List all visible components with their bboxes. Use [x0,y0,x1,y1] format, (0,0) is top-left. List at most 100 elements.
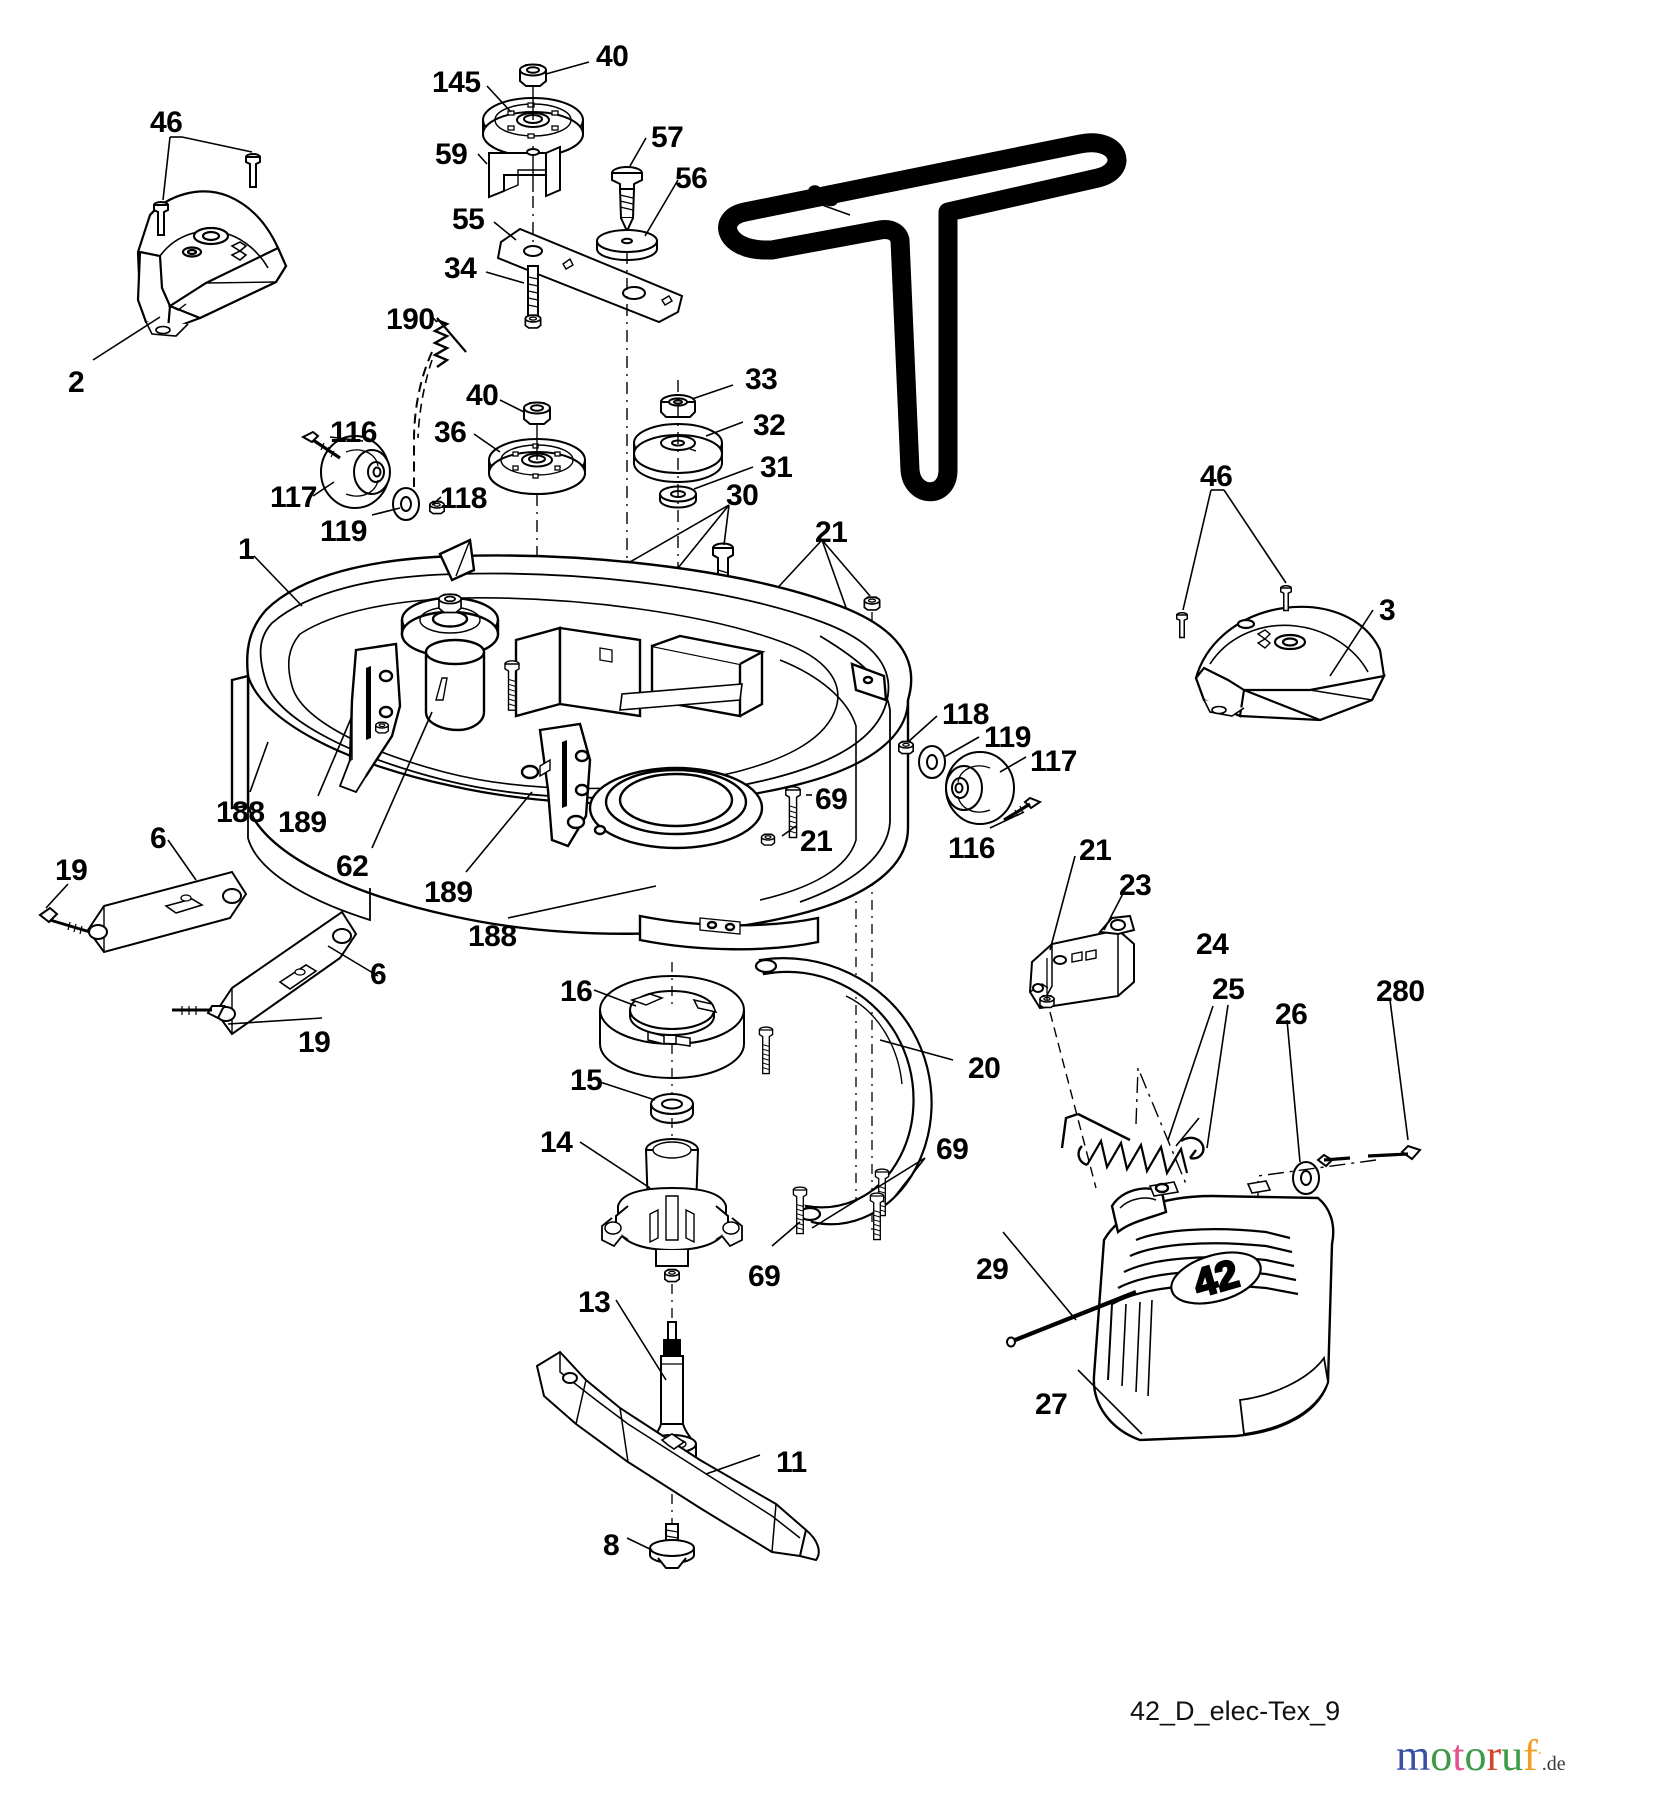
gauge-wheel-right [945,751,1015,825]
callout-69-a: 69 [815,783,848,816]
bolt-116-left [300,430,341,460]
watermark-letter: m [1396,1730,1431,1780]
bearing-15 [650,1093,694,1124]
bolts-30 [615,504,734,639]
callout-117-left: 117 [270,481,317,514]
leader-189b [465,791,533,873]
blade-11 [535,1350,820,1562]
locknut-40-mid [523,401,551,425]
callout-23: 23 [1119,869,1152,902]
blade-bolt-8 [649,1523,695,1569]
gauge-wheel-left [320,435,391,509]
idler-pulley-36 [488,438,586,495]
watermark-letter: f [1523,1730,1538,1780]
torsion-spring-25 [1060,1112,1205,1176]
callout-24: 24 [1196,928,1229,961]
callout-46-right: 46 [1200,460,1233,493]
leader-145 [486,85,512,113]
diagram-id-label: 42_D_elec-Tex_9 [1130,1696,1341,1726]
watermark-letter: u [1501,1730,1524,1780]
link-arm-6a [86,870,248,954]
callout-46-left: 46 [150,106,183,139]
spacer-33 [660,394,696,418]
callout-56: 56 [675,162,708,195]
callout-59: 59 [435,138,468,171]
callout-19-b: 19 [298,1026,331,1059]
callout-6-b: 6 [370,958,387,991]
cover-right-screws [1176,489,1292,639]
callout-40-top: 40 [596,40,629,73]
watermark-letter: r [1486,1730,1502,1780]
callout-21-right: 21 [1079,834,1112,867]
deck-cover-right-group [1194,605,1386,722]
spring-190 [413,317,467,487]
motoruf-watermark-logo: motoruf..de [1396,1728,1566,1786]
leader-188b [507,885,657,919]
callout-190: 190 [386,303,435,336]
locknut-40-top [519,63,547,87]
deflector-bracket-23 [1028,914,1136,1010]
callout-119-left: 119 [320,515,367,548]
spacer-119-left [392,487,420,521]
callout-21-top: 21 [815,516,848,549]
leader-1 [253,555,303,607]
cover-left-screws [153,136,261,236]
callout-145: 145 [432,66,481,99]
washer-26 [1292,1161,1320,1195]
callout-188-b: 188 [468,920,517,953]
locknut-118-right [897,740,915,755]
leader-62 [371,711,433,849]
bolt-19b [172,1005,226,1020]
leader-2 [92,316,161,361]
callout-33: 33 [745,363,778,396]
mandrel-assembly-14 [601,1138,743,1283]
leader-40-top [545,61,590,75]
leader-189a [317,715,353,797]
callout-14: 14 [540,1126,573,1159]
callout-20: 20 [968,1052,1001,1085]
callout-40-mid: 40 [466,379,499,412]
watermark-letter: o [1464,1730,1487,1780]
callout-3: 3 [1379,594,1396,627]
callout-280: 280 [1376,975,1425,1008]
callout-117-right: 117 [1030,745,1077,778]
callout-31: 31 [760,451,793,484]
leader-3 [1329,609,1374,677]
pin-280 [1316,1144,1422,1168]
belt-keeper-59 [488,145,561,199]
bolt-34 [524,265,542,329]
callout-57: 57 [651,121,684,154]
callout-69-b: 69 [936,1133,969,1166]
callout-25: 25 [1212,973,1245,1006]
deflector-shield-27: 42 [1092,1180,1335,1442]
callout-118-left: 118 [440,482,487,515]
washer-31 [659,485,697,509]
callout-11: 11 [776,1446,807,1479]
callout-30: 30 [726,479,759,512]
badge-42 [1170,1251,1262,1305]
bolt-116-right [1003,796,1043,822]
deck-housing-1 [230,538,913,951]
callout-69-c: 69 [748,1260,781,1293]
drive-belt-68 [718,133,1127,502]
callout-189-a: 189 [278,806,327,839]
watermark-letter: o [1430,1730,1453,1780]
callout-55: 55 [452,203,485,236]
callout-21-mid: 21 [800,825,833,858]
bolt-19a [38,906,91,935]
callout-119-right: 119 [984,721,1031,754]
callout-68: 68 [806,180,839,213]
callout-8: 8 [603,1529,620,1562]
callout-19-a: 19 [55,854,88,887]
callout-116-left: 116 [330,416,377,449]
callout-62: 62 [336,850,369,883]
idler-arm-55 [496,227,684,324]
callout-118-right: 118 [942,698,989,731]
leader-29 [1002,1231,1077,1321]
link-arm-6b [214,910,358,1036]
callout-1: 1 [238,533,255,566]
callout-32: 32 [753,409,786,442]
deck-cover-left-group [136,190,288,337]
